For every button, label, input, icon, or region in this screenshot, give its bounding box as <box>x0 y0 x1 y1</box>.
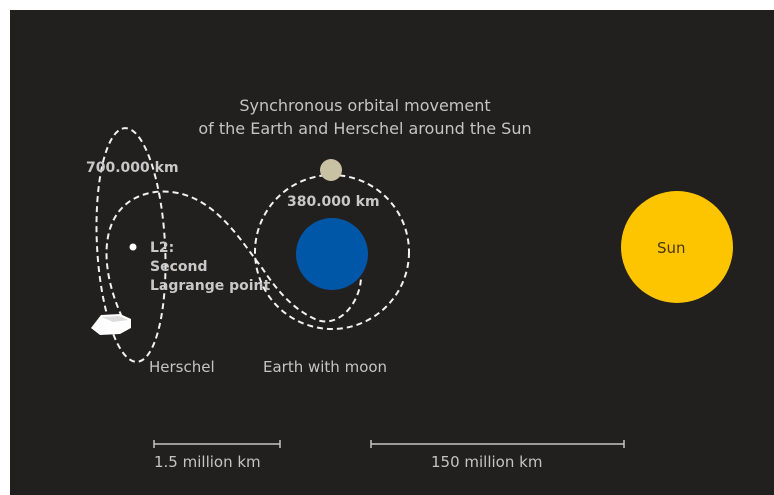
herschel-spacecraft-icon <box>91 314 131 335</box>
herschel-label: Herschel <box>149 358 215 376</box>
diagram-title: Synchronous orbital movement of the Eart… <box>140 94 590 140</box>
l2-label-line-2: Second <box>150 259 208 275</box>
sun-disc <box>621 191 733 303</box>
diagram-title-line-1: Synchronous orbital movement <box>239 96 491 115</box>
l2-point-label: L2: Second Lagrange point <box>150 239 270 296</box>
earth-with-moon-label: Earth with moon <box>263 358 388 376</box>
l2-label-line-1: L2: <box>150 240 175 256</box>
sun-label: Sun <box>657 239 686 257</box>
transfer-trajectory-path <box>105 190 362 323</box>
diagram-panel: Synchronous orbital movement of the Eart… <box>10 10 774 495</box>
l2-label-line-3: Lagrange point <box>150 278 271 294</box>
diagram-title-line-2: of the Earth and Herschel around the Sun <box>198 119 532 138</box>
scale-bar-right-label: 150 million km <box>431 453 543 471</box>
earth-disc <box>296 218 368 290</box>
scale-bar-left-label: 1.5 million km <box>154 453 261 471</box>
moon-disc <box>320 159 342 181</box>
herschel-orbit-path <box>95 127 167 363</box>
moon-orbit-distance-label: 380.000 km <box>287 194 380 210</box>
herschel-orbit-distance-label: 700.000 km <box>86 160 179 176</box>
scale-bar-right <box>370 440 625 448</box>
l2-point-dot <box>129 243 137 251</box>
scale-bar-left <box>153 440 281 448</box>
diagram-art <box>91 127 733 448</box>
